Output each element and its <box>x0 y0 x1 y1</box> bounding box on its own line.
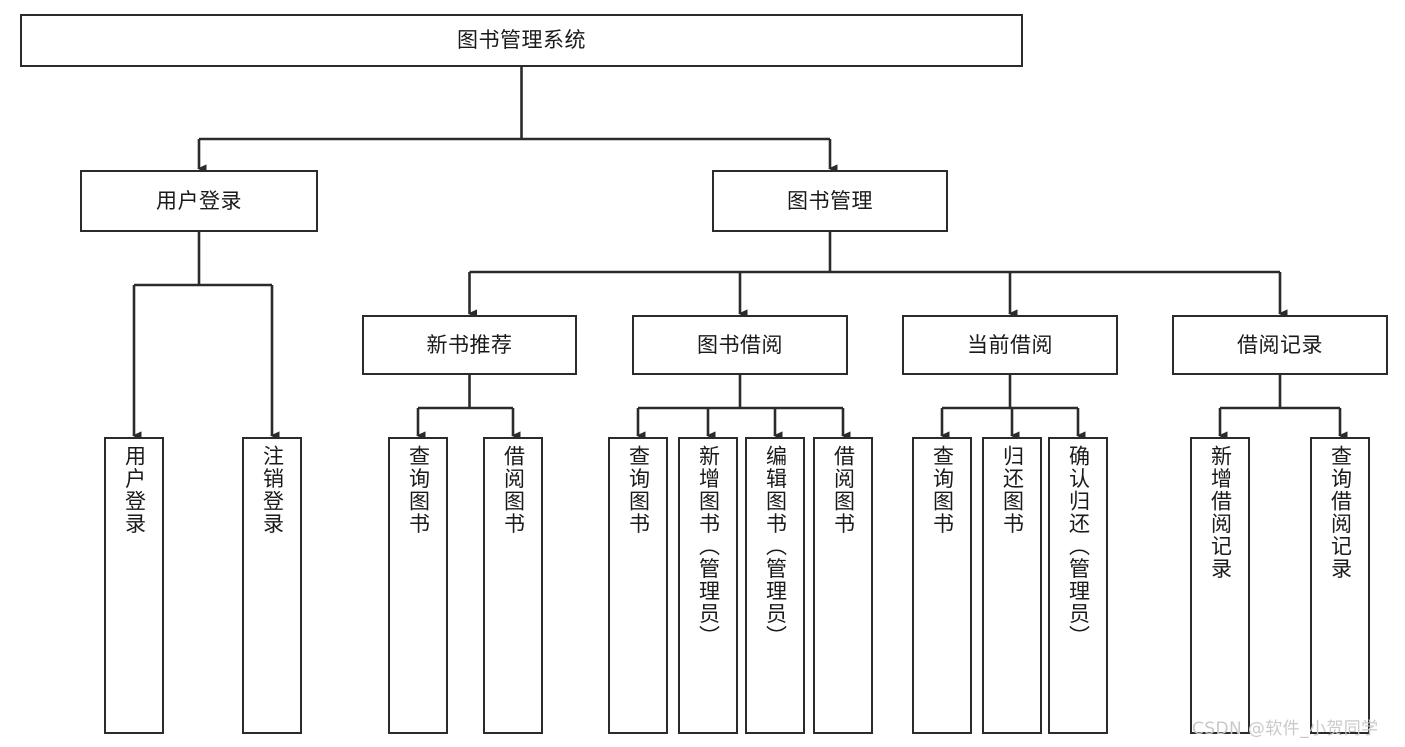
node-leaf11[interactable]: 确认归还（管理员） <box>1048 437 1108 734</box>
node-leaf01[interactable]: 用户登录 <box>104 437 164 734</box>
node-label: 借阅图书 <box>831 445 856 535</box>
edges-group <box>132 67 1348 440</box>
node-label: 当前借阅 <box>967 332 1053 357</box>
node-label: 借阅记录 <box>1237 332 1323 357</box>
csdn-watermark: CSDN @软件_小贺同学 <box>1192 719 1379 739</box>
node-label: 查询借阅记录 <box>1328 445 1353 580</box>
node-root[interactable]: 图书管理系统 <box>20 14 1023 67</box>
node-label: 查询图书 <box>930 445 955 535</box>
node-leaf07[interactable]: 编辑图书（管理员） <box>745 437 805 734</box>
node-label: 编辑图书（管理员） <box>763 445 788 648</box>
node-label: 图书借阅 <box>697 332 783 357</box>
node-label: 新增图书（管理员） <box>696 445 721 648</box>
node-bookmgmt[interactable]: 图书管理 <box>712 170 948 232</box>
node-newbook[interactable]: 新书推荐 <box>362 315 577 375</box>
node-label: 借阅图书 <box>501 445 526 535</box>
node-label: 用户登录 <box>122 445 147 535</box>
node-label: 归还图书 <box>1000 445 1025 535</box>
node-leaf02[interactable]: 注销登录 <box>242 437 302 734</box>
node-leaf09[interactable]: 查询图书 <box>912 437 972 734</box>
node-leaf06[interactable]: 新增图书（管理员） <box>678 437 738 734</box>
node-records[interactable]: 借阅记录 <box>1172 315 1388 375</box>
node-label: 确认归还（管理员） <box>1066 445 1091 648</box>
node-label: 查询图书 <box>626 445 651 535</box>
node-current[interactable]: 当前借阅 <box>902 315 1118 375</box>
node-leaf13[interactable]: 查询借阅记录 <box>1310 437 1370 734</box>
node-leaf05[interactable]: 查询图书 <box>608 437 668 734</box>
node-leaf04[interactable]: 借阅图书 <box>483 437 543 734</box>
node-label: 新书推荐 <box>426 332 513 357</box>
node-leaf12[interactable]: 新增借阅记录 <box>1190 437 1250 734</box>
node-borrow[interactable]: 图书借阅 <box>632 315 848 375</box>
node-login[interactable]: 用户登录 <box>80 170 318 232</box>
node-label: 图书管理 <box>787 188 873 213</box>
node-label: 查询图书 <box>406 445 431 535</box>
node-leaf10[interactable]: 归还图书 <box>982 437 1042 734</box>
node-label: 图书管理系统 <box>457 28 586 53</box>
node-leaf03[interactable]: 查询图书 <box>388 437 448 734</box>
node-label: 用户登录 <box>156 188 242 213</box>
node-label: 新增借阅记录 <box>1208 445 1233 580</box>
node-label: 注销登录 <box>260 445 285 535</box>
node-leaf08[interactable]: 借阅图书 <box>813 437 873 734</box>
